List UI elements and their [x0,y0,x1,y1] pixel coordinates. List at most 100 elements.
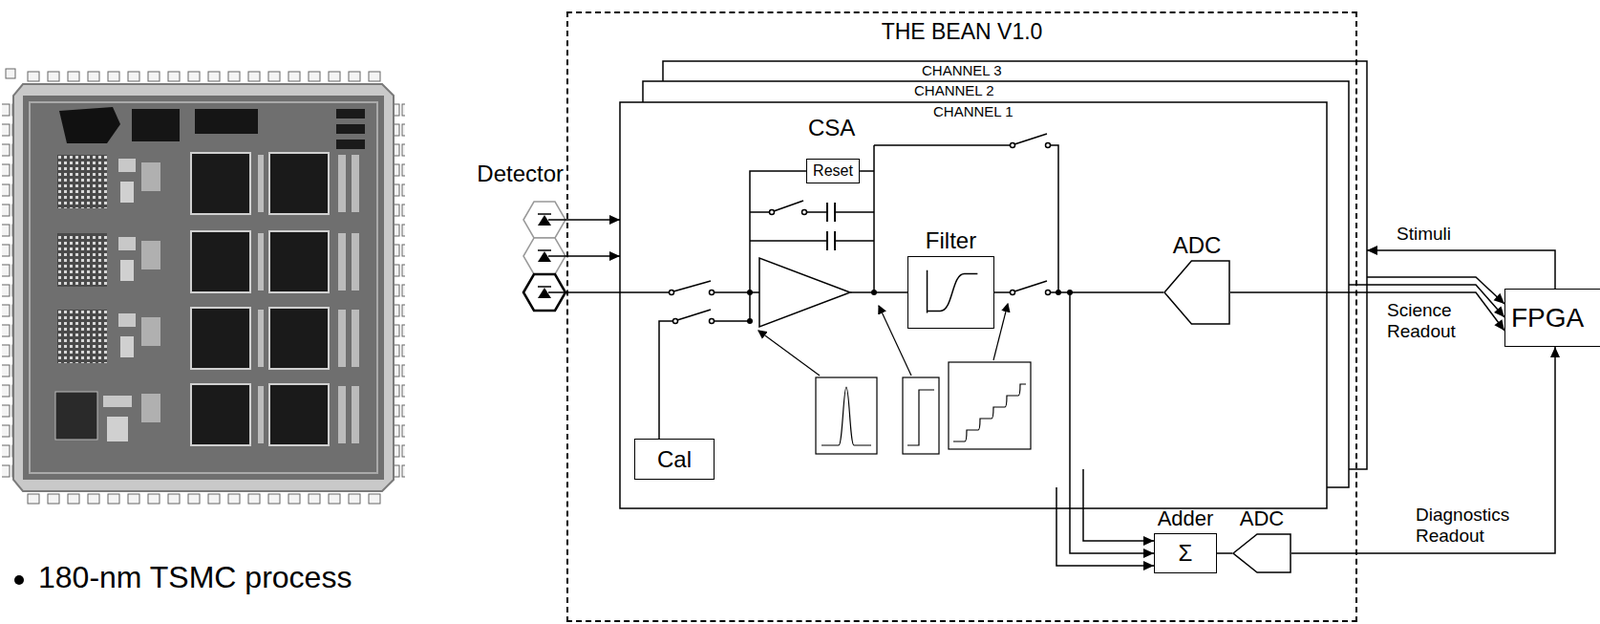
pointer-arrow [758,330,820,376]
chip-circuit [118,158,136,172]
connector [565,214,620,225]
bullet-dot [14,575,24,585]
connector [1069,508,1154,558]
filter-block: Filter [907,227,995,329]
connector [1216,553,1233,555]
chip-strip [338,385,346,444]
node-label: CHANNEL 1 [933,103,1014,120]
chip-square [191,384,251,446]
chip-strip [351,233,360,291]
chip-ring [13,84,394,491]
chip-grid [57,309,107,363]
switch-symbol [1010,133,1051,149]
diode-symbol [537,213,552,215]
detector-pixels [523,201,566,311]
chip-grid [57,233,107,287]
connector [1230,292,1505,331]
chip-block [194,108,258,134]
chip-strip [257,233,264,291]
arrow-head [1143,560,1154,571]
connector-line [565,291,620,294]
node-label: CHANNEL 3 [921,62,1003,79]
chip-circuit [106,416,128,442]
chip-circuit [118,236,136,251]
chip-strip [338,233,346,291]
edge-label-holder: Science Readout [1386,299,1470,342]
chip-pads [26,491,388,505]
edge-label-holder: Diagnostics Readout [1415,504,1515,547]
connector-line [1366,277,1505,304]
reset-box: Reset [806,158,861,184]
pointer-arrow [993,303,1008,361]
chip-grid [57,154,107,209]
arrow-head [609,251,620,261]
chip-die [22,95,384,480]
chip-square [191,231,251,293]
node-label: ADC [1173,233,1222,258]
chip-circuit [120,336,134,358]
chip-circuit [120,181,134,203]
arrow-head [1550,346,1560,358]
chip-photo [1,68,406,505]
diode-symbol [537,285,552,288]
node-label: Filter [925,227,977,255]
connector-line [1230,292,1505,331]
chip-block [131,108,180,142]
chip-strip [257,154,264,213]
channel-circuit [619,133,1073,509]
chip-circuit [141,393,161,423]
chip-square [269,307,329,369]
node-label: ADC [1239,506,1284,532]
node-label: THE BEAN V1.0 [881,19,1044,44]
chip-pads [1,101,14,483]
chip-square [269,231,329,293]
edge-label-holder: Stimuli [1396,223,1451,245]
connector-line [994,291,1164,294]
wire [1068,292,1071,509]
block-name: CSA [808,114,855,141]
chip-strip [338,309,346,367]
node-label: Reset [812,163,854,179]
chip-circuit [55,391,98,440]
channel-box: CHANNEL 1 ResetFilter ADC Cal [619,102,1327,509]
chip-block [336,108,365,119]
channel-box: CHANNEL 2 [642,81,1349,488]
block-name-holder: CSA [808,114,855,141]
waveform-icon [902,377,939,454]
chip-row [57,231,360,293]
chip-strip [257,385,264,444]
adc-outline [1233,533,1291,573]
chip-frame [29,102,378,473]
channel-box: CHANNEL 3 [662,61,1367,470]
connector [1056,487,1154,571]
connector-line [1216,552,1233,555]
cal-box: Cal [634,438,715,480]
chip-row [57,307,360,369]
connector [1291,346,1560,554]
note-text: 180-nm TSMC process [38,560,352,595]
adder-box: Σ [1153,533,1217,574]
wire [749,211,875,214]
switch-symbol [769,200,808,215]
chip-square [191,307,251,369]
chip-circuit [141,240,161,270]
step-curve [927,270,979,314]
arrow-head [1493,293,1505,304]
switch-symbol [1010,280,1051,296]
switch-symbol [673,309,715,324]
chip-strip [338,154,346,213]
arrow-head [609,214,620,225]
wire [749,239,875,242]
connector-line [1366,250,1556,289]
connector-line [1083,469,1154,541]
note-text-holder: 180-nm TSMC process [38,560,352,595]
channel-outline [619,102,1327,509]
connector [994,292,1164,294]
chip-row [55,384,360,446]
chip-square [269,384,329,446]
diode-symbol [537,249,552,252]
capacitor-symbol [827,202,835,251]
chip-strip [351,309,360,367]
adc-symbol [1163,259,1231,325]
waveform-icon [815,377,877,454]
